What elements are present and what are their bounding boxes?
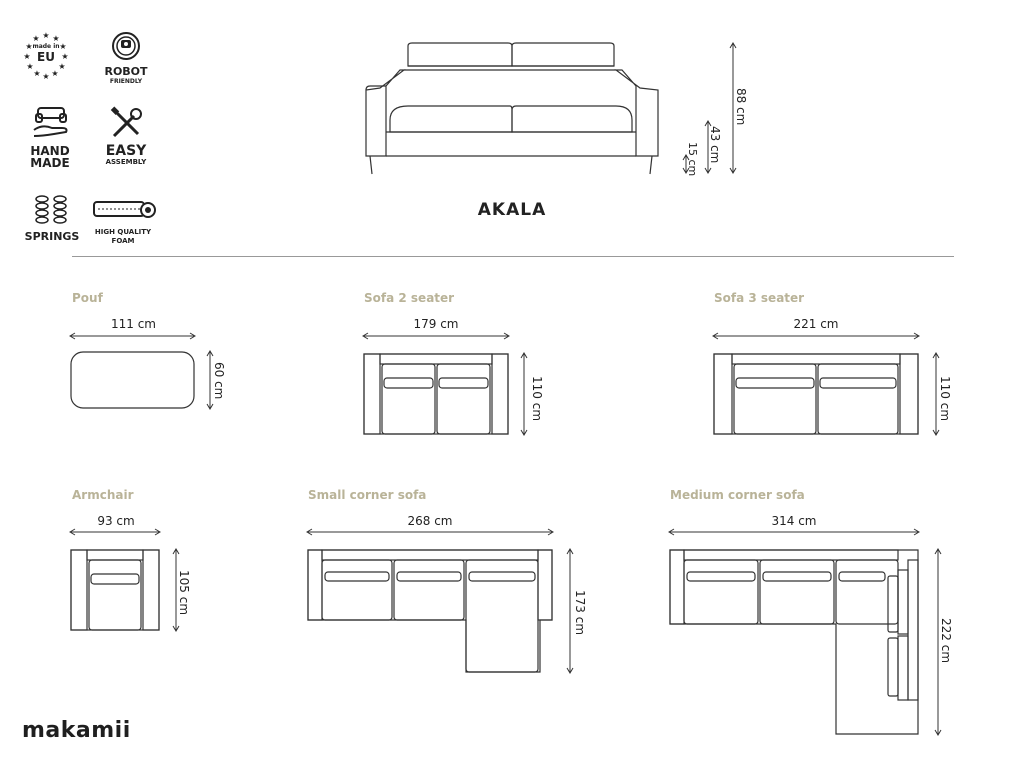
svg-text:★: ★ — [42, 72, 49, 81]
hand-label-1: HAND — [30, 144, 70, 158]
small-corner-title: Small corner sofa — [308, 488, 427, 502]
hand-sofa-icon — [33, 107, 68, 137]
svg-text:★: ★ — [52, 34, 59, 43]
height-total-label: 88 cm — [734, 88, 748, 126]
medium-corner-diagram — [668, 528, 942, 736]
robot-vacuum-icon — [112, 32, 140, 60]
sofa2-depth-label: 110 cm — [530, 376, 544, 422]
brand-logo: makamii — [22, 718, 131, 743]
medium-corner-width-label: 314 cm — [771, 514, 817, 528]
foam-label-2: FOAM — [111, 237, 135, 245]
foam-icon — [93, 201, 156, 218]
eu-label: EU — [37, 50, 55, 64]
small-corner-diagram — [306, 528, 574, 674]
product-name: AKALA — [477, 200, 547, 220]
svg-text:★: ★ — [33, 69, 40, 78]
springs-icon — [35, 195, 67, 224]
small-corner-depth-label: 173 cm — [573, 590, 587, 636]
svg-text:★: ★ — [51, 69, 58, 78]
robot-label-2: FRIENDLY — [109, 78, 143, 85]
height-legs-label: 15 cm — [686, 142, 699, 177]
easy-label-2: ASSEMBLY — [105, 158, 147, 166]
pouf-diagram — [69, 332, 214, 410]
height-dimension-lines — [682, 42, 737, 174]
sofa3-title: Sofa 3 seater — [714, 291, 805, 305]
easy-label-1: EASY — [105, 143, 147, 159]
armchair-depth-label: 105 cm — [177, 570, 191, 616]
sofa2-title: Sofa 2 seater — [364, 291, 455, 305]
sofa3-diagram — [712, 332, 940, 436]
svg-text:★: ★ — [59, 42, 66, 51]
made-in-label: made in — [32, 43, 60, 50]
sofa3-depth-label: 110 cm — [938, 376, 952, 422]
svg-text:★: ★ — [61, 52, 68, 61]
svg-text:★: ★ — [32, 34, 39, 43]
armchair-diagram — [69, 528, 180, 632]
armchair-title: Armchair — [72, 488, 134, 502]
eu-stars-icon: ★ ★ ★ ★ ★ ★ ★ ★ ★ ★ ★ ★ — [23, 31, 68, 81]
medium-corner-title: Medium corner sofa — [670, 488, 805, 502]
tools-icon — [110, 106, 142, 138]
small-corner-width-label: 268 cm — [407, 514, 453, 528]
svg-text:★: ★ — [58, 62, 65, 71]
robot-label-1: ROBOT — [104, 65, 148, 78]
pouf-depth-label: 60 cm — [212, 362, 226, 400]
svg-text:★: ★ — [23, 52, 30, 61]
svg-text:★: ★ — [26, 62, 33, 71]
hand-label-2: MADE — [30, 156, 70, 170]
svg-text:★: ★ — [25, 42, 32, 51]
sofa-front-view — [365, 42, 659, 175]
foam-label-1: HIGH QUALITY — [94, 228, 152, 236]
svg-text:★: ★ — [42, 31, 49, 40]
height-seat-label: 43 cm — [708, 126, 722, 164]
armchair-width-label: 93 cm — [97, 514, 135, 528]
springs-label: SPRINGS — [24, 230, 80, 243]
sofa2-width-label: 179 cm — [413, 317, 459, 331]
pouf-title: Pouf — [72, 291, 103, 305]
medium-corner-depth-label: 222 cm — [939, 618, 953, 664]
sofa2-diagram — [362, 332, 528, 436]
pouf-width-label: 111 cm — [110, 317, 156, 331]
sofa3-width-label: 221 cm — [793, 317, 839, 331]
section-divider — [72, 256, 954, 257]
